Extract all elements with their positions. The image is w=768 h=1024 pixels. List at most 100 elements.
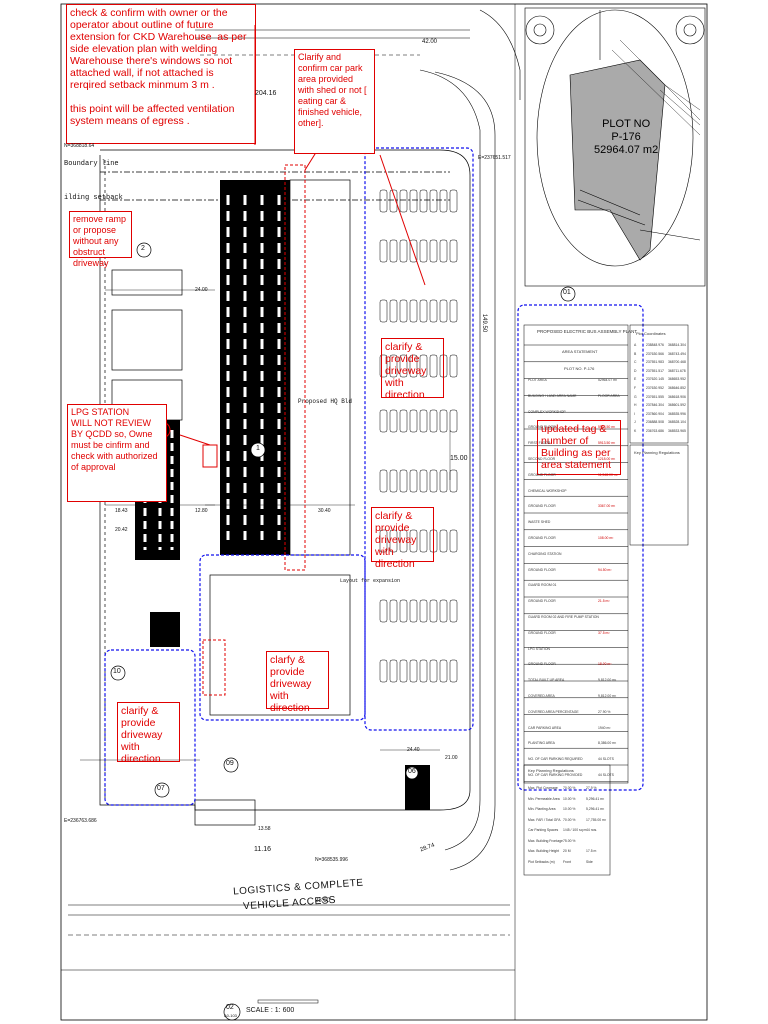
regulation-cell: 20 M <box>563 849 571 853</box>
access-road <box>68 9 705 936</box>
coord-cell: 237551.517 <box>646 368 664 373</box>
parking-stall <box>449 354 458 378</box>
coord-cell: 368653.952 <box>668 377 686 382</box>
area-row-label: SECOND FLOOR <box>528 457 556 461</box>
coord-cell: 368535.996 <box>668 411 686 416</box>
coord-cell: 368743.494 <box>668 351 686 356</box>
area-row-label: GROUND FLOOR <box>528 536 556 540</box>
parking-stall <box>399 659 408 683</box>
parking-stall <box>379 354 388 378</box>
parking-stall <box>389 239 398 263</box>
regulation-cell: Side <box>586 859 593 864</box>
regulation-cell: Min. Permeable Area <box>528 796 560 801</box>
coord-cell: 237630.952 <box>646 386 664 390</box>
area-row-value: 8,386.00 m² <box>598 741 617 746</box>
dimension-lines <box>80 289 451 761</box>
regulation-cell: 10.00 % <box>563 796 576 801</box>
plot-area: 52964.07 m2 <box>594 144 659 156</box>
dim-13-58: 13.58 <box>258 826 271 832</box>
regulation-cell: 44 nos. <box>586 828 598 832</box>
area-row-label: COVERED AREA <box>528 694 555 698</box>
area-row-label: GROUND FLOOR <box>528 425 556 430</box>
parking-stall <box>399 354 408 378</box>
area-row-value: 27.90 % <box>598 709 611 714</box>
note-driveway-left: clarify & provide driveway with directio… <box>117 702 180 765</box>
regulations-title: Key Planning Regulations <box>528 768 574 773</box>
area-row-value: 3367.00 m² <box>598 504 616 509</box>
parking-stall <box>399 299 408 323</box>
coord-cell: 368618.906 <box>668 394 686 399</box>
area-row-value: 37.5 m² <box>598 630 610 635</box>
note-lpg: LPG STATION WILL NOT REVIEW BY QCDD so, … <box>67 404 167 502</box>
parking-stall <box>439 239 448 263</box>
parking-stall <box>449 599 458 623</box>
coord-cell: 368700.468 <box>668 360 686 365</box>
dim-20-42: 20.42 <box>115 527 128 533</box>
parking-stall <box>449 529 458 553</box>
area-row-value: FLOOR AREA <box>598 393 620 398</box>
coord-cell: 236763.686 <box>646 429 664 433</box>
dim-18-43: 18.43 <box>115 508 128 514</box>
parking-stall <box>449 239 458 263</box>
regulation-cell: Max. Plot Coverage <box>528 786 558 790</box>
parking-stall <box>379 659 388 683</box>
scale-label: SCALE : 1: 600 <box>246 1007 295 1014</box>
area-row-value: 18.00 m² <box>598 662 612 667</box>
parking-stall <box>389 659 398 683</box>
parking-stall <box>439 189 448 213</box>
area-row-label: COVERED AREA PERCENTAGE <box>528 709 579 714</box>
parking-stall <box>409 354 418 378</box>
dim-21-00: 21.00 <box>445 755 458 761</box>
bubble-01: 01 <box>563 289 571 296</box>
coord-cell: C <box>634 360 637 365</box>
parking-stall <box>389 599 398 623</box>
coord-cell: A <box>634 343 637 347</box>
area-row-label: CHARGING STATION <box>528 551 562 556</box>
parking-stall <box>429 659 438 683</box>
coord-cell: D <box>634 368 637 373</box>
parking-stalls <box>379 189 458 683</box>
parking-stall <box>379 599 388 623</box>
parking-stall <box>389 469 398 493</box>
area-row-label: GROUND FLOOR <box>528 472 556 477</box>
parking-stall <box>429 409 438 433</box>
parking-stall <box>379 239 388 263</box>
parking-stall <box>409 189 418 213</box>
area-row-value: 52964.07 m² <box>598 378 618 382</box>
label-setback: ilding setback <box>64 194 123 202</box>
coord-cell: 237651.555 <box>646 394 664 399</box>
regulation-cell: Max. Building Height <box>528 849 560 853</box>
location-inset <box>524 7 706 287</box>
area-row-label: NO. OF CAR PARKING PROVIDED <box>528 773 583 777</box>
parking-stall <box>429 189 438 213</box>
coord-cell: 237620.145 <box>646 377 664 382</box>
coord-n2: N=368535.996 <box>315 857 348 863</box>
parking-stall <box>419 599 428 623</box>
dim-15-00: 15.00 <box>450 455 468 462</box>
area-row-value: 44 SLOTS <box>598 773 614 777</box>
parking-stall <box>389 409 398 433</box>
area-row-value: 9,812.00 m² <box>598 678 617 683</box>
area-row-label: FIRST FLOOR <box>528 441 551 446</box>
parking-stall <box>419 239 428 263</box>
coord-cell: 238848.976 <box>646 343 664 347</box>
note-driveway-mid: clarify & provide driveway with directio… <box>371 507 434 570</box>
area-row-value: 21.5 m² <box>598 599 610 604</box>
note-driveway-center: clarfy & provide driveway with direction <box>266 651 329 714</box>
coord-cell: 368601.592 <box>668 403 686 408</box>
regulation-cell: 17.5 m <box>586 849 597 853</box>
regulation-cell: Front <box>563 859 571 864</box>
area-row-label: CHEMICAL WORKSHOP <box>528 488 567 493</box>
parking-stall <box>419 299 428 323</box>
coord-cell: 368646.852 <box>668 386 686 390</box>
regulation-cell: Min. Planting Area <box>528 807 556 811</box>
parking-stall <box>449 409 458 433</box>
area-row-value: 1940 m² <box>598 725 611 730</box>
dim-30-40: 30.40 <box>318 508 331 514</box>
parking-stall <box>409 599 418 623</box>
revision-clouds <box>104 147 644 806</box>
dim-42-00: 42.00 <box>422 39 438 45</box>
bubble-1: 1 <box>256 445 260 452</box>
coord-cell: 237846.304 <box>646 403 664 408</box>
parking-stall <box>399 239 408 263</box>
